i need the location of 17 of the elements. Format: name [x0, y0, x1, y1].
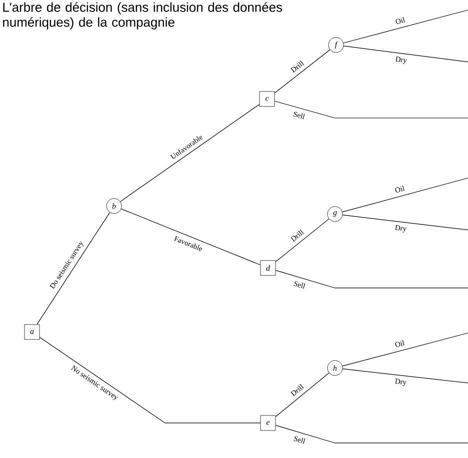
- branch-line: [342, 178, 468, 212]
- branch-line: [274, 100, 468, 118]
- branch-line: [342, 214, 468, 230]
- branch-line: [120, 208, 261, 266]
- title: L'arbre de décision (sans inclusion des données numériques) de la compagnie: [3, 2, 282, 30]
- branch-line: [343, 10, 468, 44]
- branch-line: [275, 372, 330, 417]
- branch-line: [36, 212, 110, 325]
- branch-line: [39, 336, 261, 424]
- branch-line: [342, 368, 468, 384]
- branch-line: [274, 49, 330, 94]
- branch-line: [343, 46, 468, 62]
- branch-line: [342, 332, 468, 366]
- branch-line: [120, 104, 260, 202]
- branch-line: [275, 270, 468, 288]
- branch-line: [275, 218, 330, 262]
- branch-line: [275, 424, 468, 444]
